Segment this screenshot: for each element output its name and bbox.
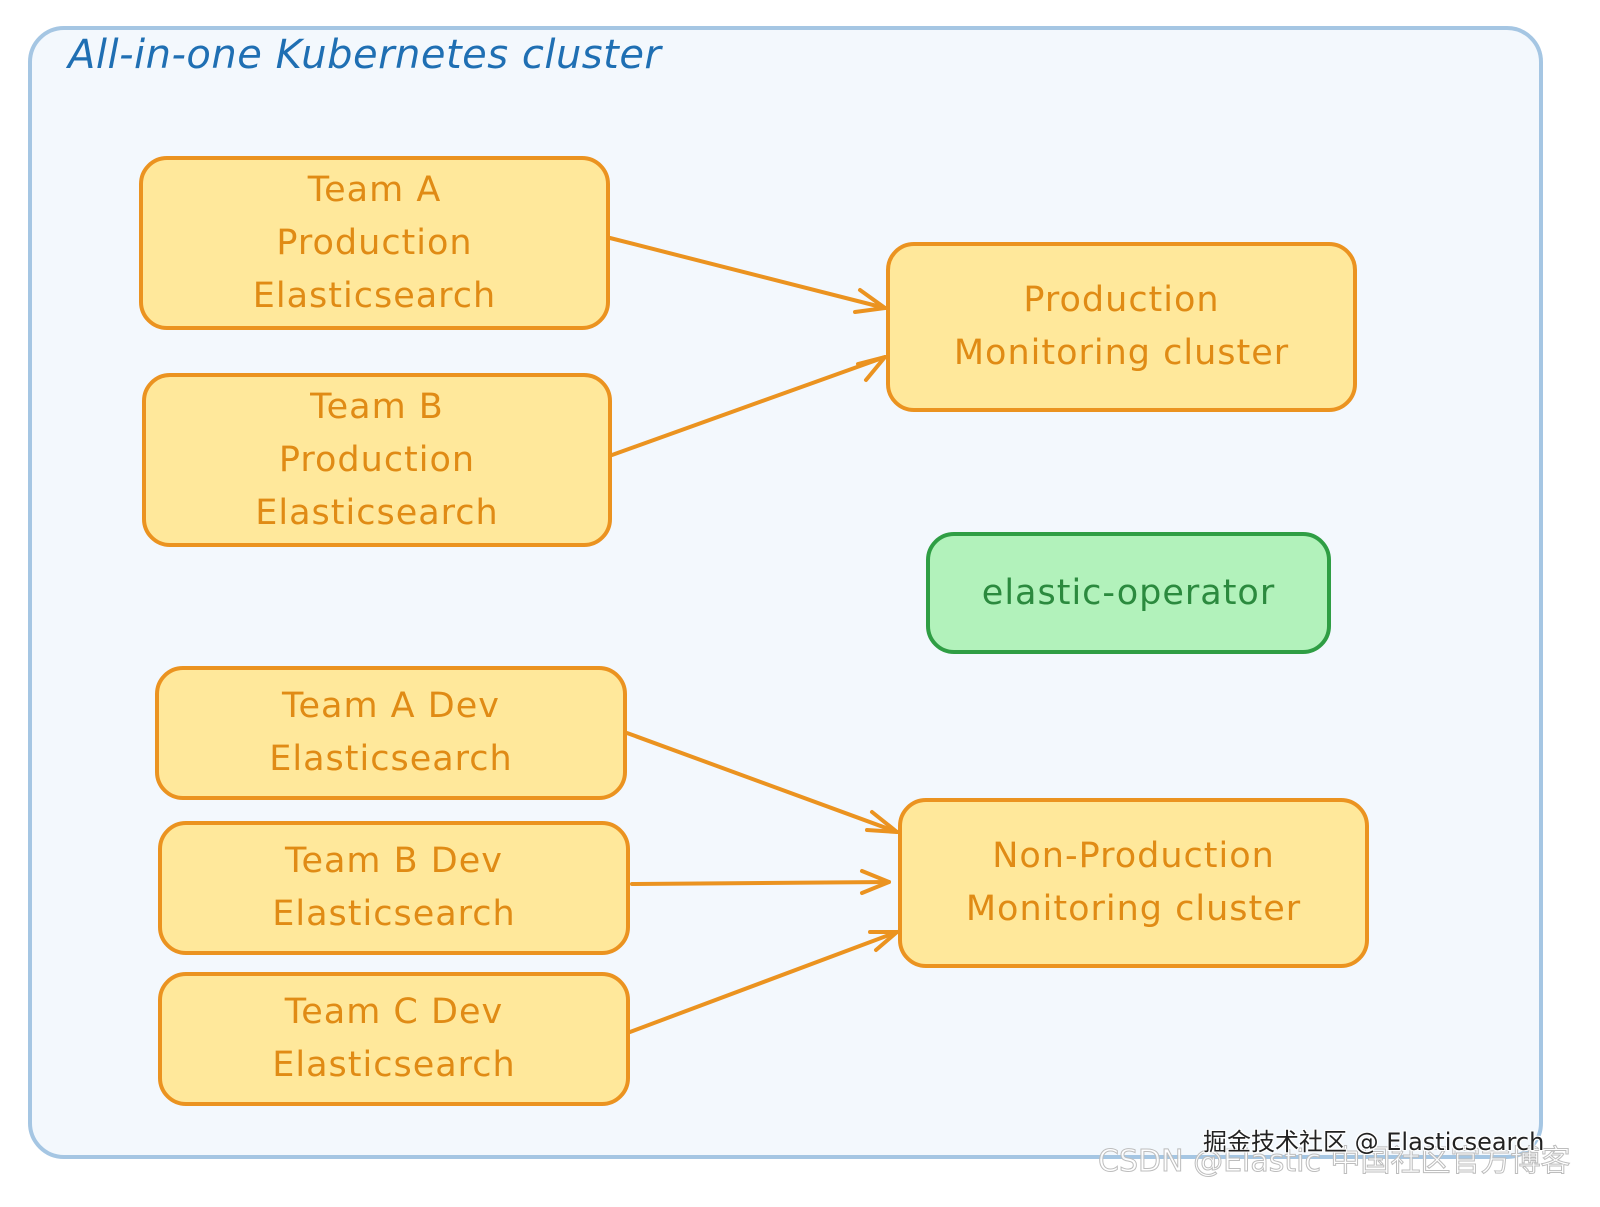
node-label-line: Monitoring cluster [953,333,1290,373]
node-team-a-production-elasticsearch[interactable]: Team A Production Elasticsearch [139,156,610,330]
node-label-line: Production [1023,280,1220,320]
edge-team-a-dev-to-nonprod-monitoring[interactable] [625,731,899,834]
node-label-line: Elasticsearch [272,894,516,934]
arrowhead-icon [856,355,887,382]
node-non-production-monitoring-cluster[interactable]: Non-Production Monitoring cluster [898,798,1369,968]
arrowhead-icon [865,810,899,834]
node-label-line: elastic-operator [981,572,1276,613]
edge-team-c-dev-to-nonprod-monitoring[interactable] [628,930,899,1034]
node-label-line: Team C Dev [284,992,504,1032]
arrowhead-icon [860,869,891,895]
node-label-line: Elasticsearch [255,492,499,533]
node-label-line: Production [276,222,473,263]
node-label-line: Team A [307,169,442,210]
node-label-line: Monitoring cluster [965,889,1302,929]
node-label-line: Non-Production [992,836,1275,876]
edge-team-b-prod-to-prod-monitoring[interactable] [610,355,887,457]
node-team-b-production-elasticsearch[interactable]: Team B Production Elasticsearch [142,373,612,547]
node-label-line: Production [278,439,476,480]
edge-team-b-dev-to-nonprod-monitoring[interactable] [630,869,891,895]
node-team-b-dev-elasticsearch[interactable]: Team B Dev Elasticsearch [158,821,630,955]
node-label-line: Elasticsearch [252,275,497,316]
node-label-line: Elasticsearch [269,739,513,779]
node-label-line: Team B Dev [285,841,503,881]
arrowhead-icon [853,288,887,314]
node-team-c-dev-elasticsearch[interactable]: Team C Dev Elasticsearch [158,972,630,1106]
juejin-watermark: 掘金技术社区 @ Elasticsearch [1203,1128,1545,1156]
node-label-line: Team A Dev [282,686,500,726]
csdn-watermark: CSDN @Elastic 中国社区官方博客 [1098,1144,1571,1180]
node-label-line: Elasticsearch [272,1045,516,1085]
node-elastic-operator[interactable]: elastic-operator [926,532,1331,654]
node-production-monitoring-cluster[interactable]: Production Monitoring cluster [886,242,1357,412]
node-team-a-dev-elasticsearch[interactable]: Team A Dev Elasticsearch [155,666,627,800]
frame-title: All-in-one Kubernetes cluster [68,32,662,78]
edge-team-a-prod-to-prod-monitoring[interactable] [608,236,887,314]
node-label-line: Team B [310,386,444,427]
arrowhead-icon [868,930,899,952]
